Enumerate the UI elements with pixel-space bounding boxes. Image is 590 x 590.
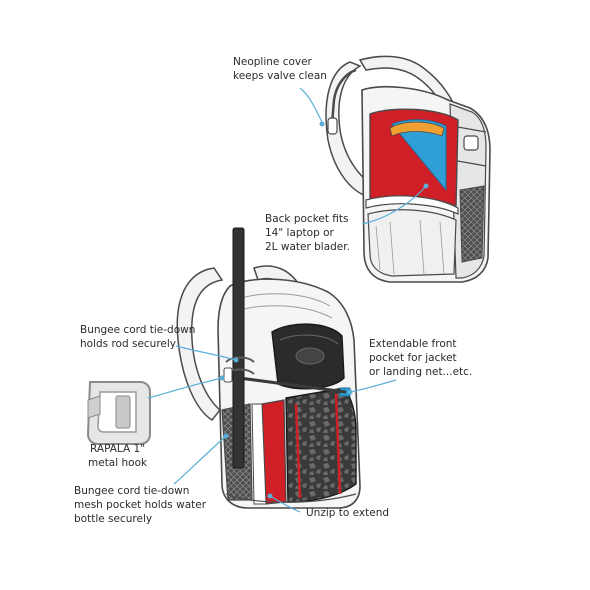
callout-line: 14" laptop or: [265, 227, 334, 239]
callout-line: Back pocket fits: [265, 213, 349, 225]
hydration-tube: [330, 68, 357, 125]
callout-rapala-hook: RAPALA 1" metal hook: [88, 442, 147, 470]
callout-line: bottle securely: [74, 513, 153, 525]
fishing-rod: [232, 227, 245, 469]
neoprene-valve-cover: [327, 117, 338, 135]
shoulder-strap-front-left: [176, 267, 224, 421]
callout-back-pocket: Back pocket fits 14" laptop or 2L water …: [265, 212, 350, 254]
backpack-rear-view: [325, 55, 491, 283]
bungee-cord-lock: [223, 367, 233, 383]
rapala-hook: [86, 381, 151, 445]
callout-line: RAPALA 1": [90, 443, 146, 455]
side-mesh-rear: [459, 185, 485, 263]
side-buckle-rear: [463, 135, 479, 151]
callout-line: metal hook: [88, 457, 148, 469]
callout-line: 2L water blader.: [265, 241, 350, 253]
back-panel-lower: [367, 209, 457, 277]
laptop-sleeve: [391, 119, 447, 192]
callout-line: keeps valve clean: [233, 70, 327, 82]
callout-line: mesh pocket holds water: [74, 499, 207, 511]
bladder-edge: [389, 121, 445, 137]
leader-lines: [147, 87, 427, 513]
backpack-front-view: [176, 227, 361, 509]
callout-neoprene-cover: Neopline cover keeps valve clean: [233, 55, 327, 83]
callout-bungee-rod: Bungee cord tie-down holds rod securely: [80, 323, 195, 351]
callout-line: Neopline cover: [233, 56, 312, 68]
callout-line: Bungee cord tie-down: [80, 324, 196, 336]
callout-unzip: Unzip to extend: [306, 506, 389, 520]
callout-bungee-mesh: Bungee cord tie-down mesh pocket holds w…: [74, 484, 206, 526]
callout-line: Bungee cord tie-down: [74, 485, 190, 497]
leader-dots: [219, 121, 429, 499]
callout-line: Unzip to extend: [306, 507, 390, 519]
callout-line: pocket for jacket: [369, 352, 457, 364]
callout-front-pocket: Extendable front pocket for jacket or la…: [369, 337, 472, 379]
callout-line: or landing net...etc.: [369, 366, 473, 378]
callout-line: Extendable front: [369, 338, 457, 350]
callout-line: holds rod securely: [80, 338, 177, 350]
